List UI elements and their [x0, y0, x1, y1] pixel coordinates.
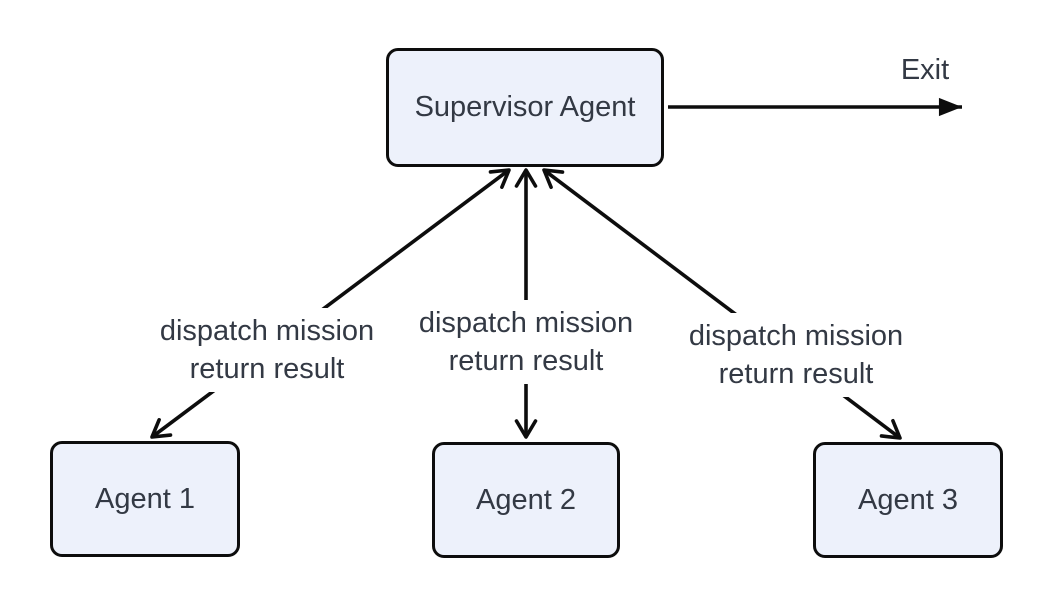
edge-label-agent3-line1: dispatch mission — [688, 320, 904, 352]
edge-label-agent2-line1: dispatch mission — [418, 307, 634, 339]
node-agent-3-label: Agent 3 — [858, 483, 958, 516]
edge-label-agent2: dispatch mission return result — [406, 300, 646, 384]
node-agent-2: Agent 2 — [432, 442, 620, 558]
node-agent-2-label: Agent 2 — [476, 483, 576, 516]
edge-label-exit: Exit — [900, 54, 950, 86]
edge-label-agent1: dispatch mission return result — [147, 308, 387, 392]
edge-label-agent3: dispatch mission return result — [676, 313, 916, 397]
node-agent-3: Agent 3 — [813, 442, 1003, 558]
edge-label-agent2-line2: return result — [448, 345, 604, 377]
node-agent-1: Agent 1 — [50, 441, 240, 557]
node-supervisor-agent: Supervisor Agent — [386, 48, 664, 167]
edge-label-agent3-line2: return result — [718, 358, 874, 390]
edge-label-agent1-line1: dispatch mission — [159, 315, 375, 347]
edge-label-agent1-line2: return result — [189, 353, 345, 385]
node-agent-1-label: Agent 1 — [95, 482, 195, 515]
edge-supervisor-agent1-connector — [150, 168, 511, 439]
node-supervisor-agent-label: Supervisor Agent — [414, 91, 636, 123]
